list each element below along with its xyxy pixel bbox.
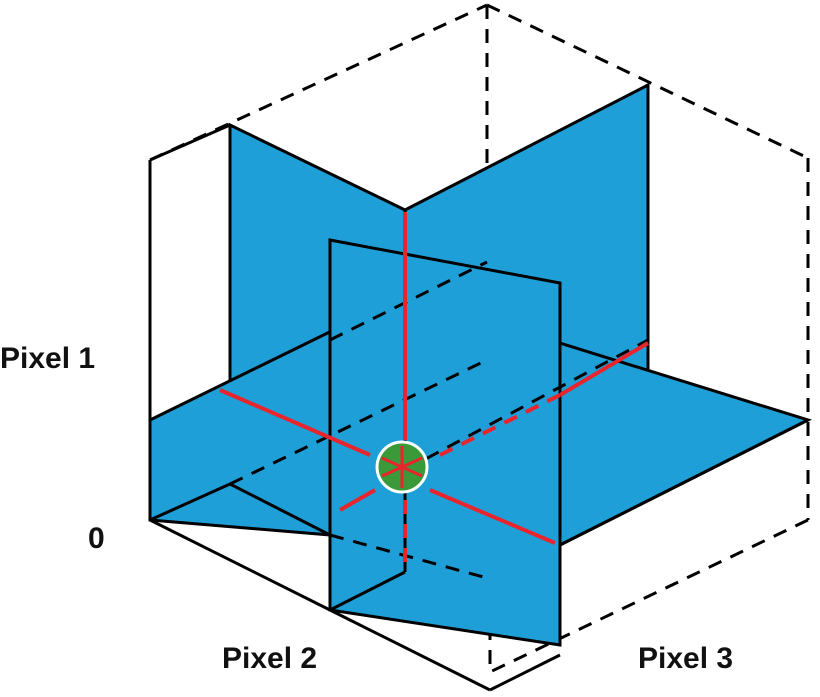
- intersection-lines: [219, 212, 650, 572]
- axis-label-pixel-3: Pixel 3: [638, 642, 733, 675]
- axis-label-pixel-1: Pixel 1: [0, 342, 95, 375]
- axis-label-pixel-2: Pixel 2: [222, 642, 317, 675]
- vertical-plane-front: [328, 238, 562, 647]
- hidden-dashed-lines: [229, 260, 649, 580]
- intersection-point-cross: [381, 446, 423, 488]
- axis-label-zero: 0: [88, 522, 105, 555]
